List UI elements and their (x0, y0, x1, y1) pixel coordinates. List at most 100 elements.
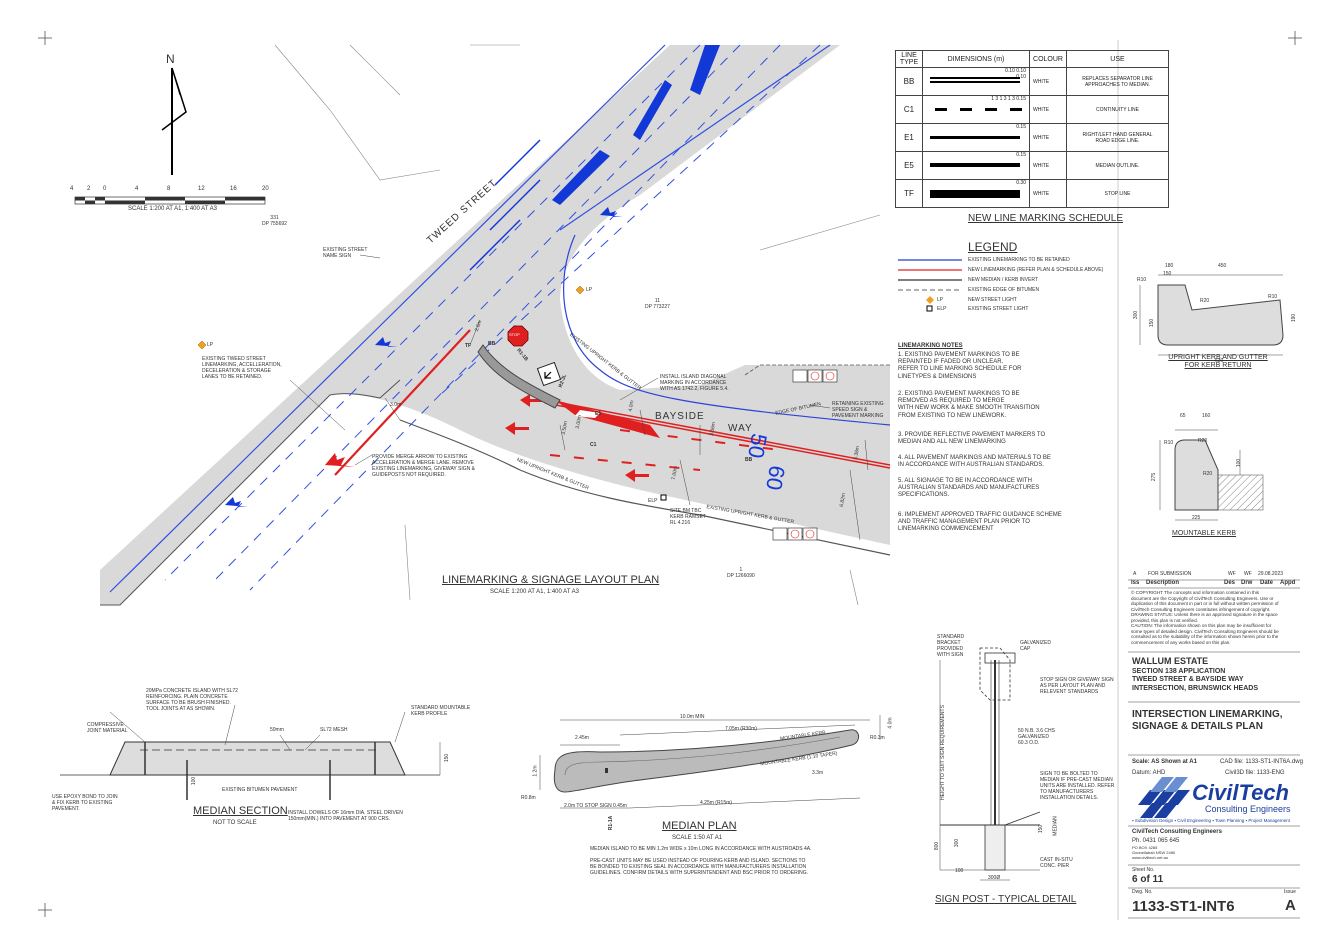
rev-des: WF (1228, 571, 1236, 577)
scale-tick: 20 (262, 186, 269, 192)
note-item: 6. IMPLEMENT APPROVED TRAFFIC GUIDANCE S… (898, 512, 1062, 533)
upright-kerb-title: UPRIGHT KERB AND GUTTER FOR KERB RETURN (1168, 354, 1268, 370)
median-plan-drawing (539, 715, 881, 809)
line-colour: WHITE (1029, 179, 1067, 208)
label-tf: TF (465, 343, 472, 349)
lot-331-label: 331 DP 755692 (262, 215, 287, 227)
schedule-title: NEW LINE MARKING SCHEDULE (968, 213, 1124, 224)
label-bb: BB (488, 341, 496, 347)
drawing-number: 1133-ST1-INT6 (1132, 898, 1235, 915)
note-site-bm: SITE BM TBC KERB RAMSET RL 4.216 (670, 508, 706, 526)
logo-subtitle: Consulting Engineers (1205, 804, 1291, 814)
mountable-kerb-drawing (1159, 429, 1264, 521)
north-arrow (161, 67, 187, 175)
line-colour: WHITE (1029, 95, 1067, 124)
company-address: PO BOX 4285 Goonellabah NSW 2480 www.civ… (1132, 845, 1176, 860)
note-island-diagonal: INSTALL ISLAND DIAGONAL MARKING IN ACCOR… (660, 374, 729, 392)
label-bb-2: BB (745, 457, 753, 463)
line-type: BB (895, 67, 923, 96)
note-item: 4. ALL PAVEMENT MARKINGS AND MATERIALS T… (898, 455, 1051, 469)
line-use: RIGHT/LEFT HAND GENERAL ROAD EDGE LINE. (1066, 123, 1169, 152)
ms-dim-100: 100 (191, 776, 198, 786)
mp-dim: R0.3m (870, 735, 885, 741)
sp-note-height: HEIGHT TO SUIT SIGN REQUIREMENTS (940, 705, 946, 800)
kerb-dim: 275 (1151, 472, 1158, 482)
line-marking-schedule: LINE TYPE DIMENSIONS (m) COLOUR USE BB 0… (895, 50, 1169, 208)
way-label: WAY (728, 423, 753, 434)
sp-dim-300o: 300Ø (988, 875, 1001, 881)
scale-tick: 4 (70, 186, 74, 192)
scale-tick: 16 (230, 186, 237, 192)
line-use: STOP LINE (1066, 179, 1169, 208)
sign-post-drawing (939, 647, 1041, 881)
mp-sign-code: R1-1A (608, 815, 615, 831)
scale-tick: 8 (167, 186, 171, 192)
line-type: E1 (895, 123, 923, 152)
sp-dim-100: 100 (955, 868, 964, 874)
existing-street-light-icon (660, 494, 667, 501)
notes-title: LINEMARKING NOTES (898, 343, 963, 349)
legend-elp: ELP (937, 306, 947, 312)
kerb-dim: 150 (1149, 318, 1156, 328)
rev-iss: A (1133, 571, 1137, 577)
schedule-row: E5 0.15 WHITE MEDIAN OUTLINE. (895, 151, 1169, 180)
mp-dim: 2.45m (575, 735, 589, 741)
label-c1: C1 (590, 442, 597, 448)
tweed-lane-lines (109, 44, 831, 593)
kerb-dim: 190 (1291, 313, 1298, 323)
services-strip: ▪ Subdivision Design ▪ Civil Engineering… (1132, 818, 1290, 823)
kerb-dim: R20 (1200, 298, 1210, 304)
logo-wordmark: CivilTech (1192, 780, 1289, 805)
lot-11-label: 11 DP 773227 (645, 298, 670, 310)
median-plan-note: PRE-CAST UNITS MAY BE USED INSTEAD OF PO… (590, 858, 808, 876)
note-item: 5. ALL SIGNAGE TO BE IN ACCORDANCE WITH … (898, 478, 1040, 499)
rev-drw: WF (1244, 571, 1252, 577)
kerb-dim: 630 (1215, 358, 1224, 364)
ms-note-existing: EXISTING BITUMEN PAVEMENT (222, 787, 298, 793)
kerb-dim: R10 (1268, 294, 1278, 300)
mp-dim: 10.0m MIN (680, 714, 705, 720)
line-dims: 1 3 1 3 1 3 0.15 (922, 95, 1030, 124)
datum-note: Datum: AHD (1132, 770, 1166, 776)
mp-dim: 7.05m (R30m) (725, 726, 757, 732)
mp-dim: 0.45m (613, 803, 627, 809)
speed-marking-50: 50 (743, 431, 772, 461)
project-subtitle: SECTION 138 APPLICATION TWEED STREET & B… (1132, 668, 1259, 692)
sp-note-cast: CAST IN-SITU CONC. PIER (1040, 857, 1073, 869)
sp-note-bolted: SIGN TO BE BOLTED TO MEDIAN IF PRE-CAST … (1040, 771, 1115, 801)
median-plan-title: MEDIAN PLAN (662, 820, 737, 832)
line-use: REPLACES SEPARATOR LINE APPROACHES TO ME… (1066, 67, 1169, 96)
rev-header: Des (1224, 580, 1236, 586)
note-retain-speed-sign: RETAINING EXISTING SPEED SIGN & PAVEMENT… (832, 401, 884, 419)
mp-dim: 2.0m TO STOP SIGN (564, 803, 612, 809)
sp-dim-150: 150 (1038, 824, 1045, 834)
rev-header: Date (1260, 580, 1274, 586)
mp-dim: 4.0m (887, 717, 894, 729)
rev-date: 29.08.2023 (1258, 571, 1284, 577)
corner-marks (38, 31, 1302, 917)
schedule-row: BB 0.10 0.10 0.10 WHITE REPLACES SEPARAT… (895, 67, 1169, 96)
rev-header: Drw (1241, 580, 1253, 586)
note-lp: LP (207, 342, 214, 348)
leader-lines (289, 254, 831, 466)
kerb-dim: 160 (1202, 413, 1211, 419)
sheet-label: Sheet No. (1132, 867, 1155, 873)
scale-note: Scale: AS Shown at A1 (1132, 759, 1197, 765)
tweed-direction-arrows (225, 207, 623, 507)
label-e5: E5 (595, 411, 602, 417)
note-item: 1. EXISTING PAVEMENT MARKINGS TO BE REPA… (898, 352, 1022, 380)
plan-title: LINEMARKING & SIGNAGE LAYOUT PLAN (442, 574, 660, 586)
new-street-light-icon (197, 285, 585, 350)
schedule-header: USE (1066, 50, 1169, 68)
kerb-dim: R20 (1203, 471, 1213, 477)
kerb-dim: 450 (1218, 263, 1227, 269)
note-lp: LP (586, 287, 593, 293)
drawing-title: INTERSECTION LINEMARKING, SIGNAGE & DETA… (1132, 709, 1283, 732)
kerb-dim: 100 (1236, 458, 1243, 468)
north-label: N (166, 52, 175, 66)
dwg-label: Dwg. No. (1132, 889, 1153, 895)
legend-item: NEW MEDIAN / KERB INVERT (968, 277, 1038, 283)
median-section-subtitle: NOT TO SCALE (213, 820, 257, 826)
kerb-dim: R10 (1164, 440, 1174, 446)
